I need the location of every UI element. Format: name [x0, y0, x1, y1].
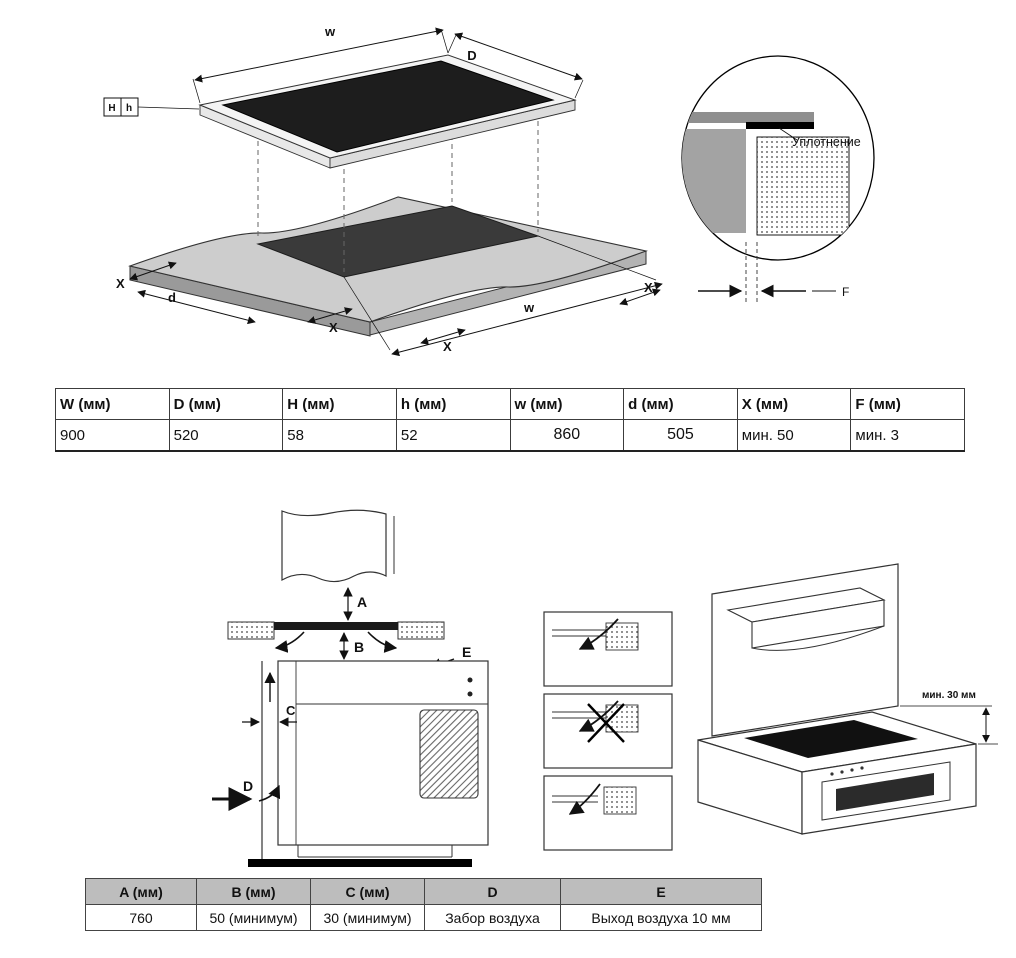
value-cell: 505 — [623, 419, 738, 452]
worktop-section — [682, 129, 746, 233]
seal-strip — [746, 122, 814, 129]
dimensions-table-value-row: 900 520 58 52 860 505 мин. 50 мин. 3 — [55, 419, 965, 452]
label-A: A — [357, 594, 367, 610]
label-H: H — [108, 103, 115, 114]
value-cell: 900 — [55, 419, 170, 452]
value-cell: 520 — [168, 419, 284, 452]
label-min-30: мин. 30 мм — [922, 690, 976, 701]
col-header: W (мм) — [55, 388, 170, 420]
col-header: A (мм) — [85, 878, 197, 905]
side-view-assembly: A B E C D — [212, 509, 489, 867]
worktop-section-left — [227, 621, 275, 640]
col-header: d (мм) — [623, 388, 738, 420]
value-cell: 760 — [85, 904, 197, 931]
label-h: h — [126, 103, 132, 114]
airflow-option-boxes — [543, 611, 673, 851]
value-cell: 52 — [395, 419, 511, 452]
oven-door-window — [419, 709, 479, 799]
cabinet-section — [756, 136, 850, 236]
col-header: F (мм) — [850, 388, 965, 420]
value-cell: мин. 50 — [736, 419, 852, 452]
value-cell: Забор воздуха — [424, 904, 561, 931]
label-seal: Уплотнение — [792, 135, 861, 149]
col-header: H (мм) — [282, 388, 397, 420]
upper-cabinet — [281, 509, 387, 583]
value-cell: 30 (минимум) — [310, 904, 425, 931]
oven-knob — [467, 691, 473, 697]
value-cell: 860 — [509, 419, 625, 452]
cooktop-edge-section — [682, 112, 814, 123]
col-header: X (мм) — [736, 388, 852, 420]
value-cell: Выход воздуха 10 мм — [560, 904, 762, 931]
oven-knob — [467, 677, 473, 683]
worktop-section-right — [397, 621, 445, 640]
label-E: E — [462, 644, 471, 660]
installation-table: A (мм) B (мм) C (мм) D E 760 50 (минимум… — [85, 878, 762, 931]
col-header: h (мм) — [395, 388, 511, 420]
label-x-left: X — [116, 276, 125, 291]
value-cell: мин. 3 — [850, 419, 965, 452]
cooktop-surface — [744, 720, 918, 758]
col-header: D (мм) — [168, 388, 284, 420]
dim-w-top — [192, 27, 449, 104]
dimensions-table-header-row: W (мм) D (мм) H (мм) h (мм) w (мм) d (мм… — [55, 388, 965, 420]
col-header: B (мм) — [196, 878, 311, 905]
label-w-top: w — [324, 24, 336, 39]
label-D: D — [467, 48, 476, 63]
back-panel — [711, 563, 899, 737]
label-x-bottom-1: X — [329, 320, 338, 335]
dimensions-table: W (мм) D (мм) H (мм) h (мм) w (мм) d (мм… — [55, 388, 965, 452]
col-header: w (мм) — [509, 388, 625, 420]
label-w-bottom: w — [523, 300, 535, 315]
label-D: D — [243, 778, 253, 794]
label-F: F — [842, 285, 849, 299]
value-cell: 58 — [282, 419, 397, 452]
label-x-right: X — [644, 280, 653, 295]
col-header: E — [560, 878, 762, 905]
label-B: B — [354, 639, 364, 655]
dim-D — [447, 32, 584, 99]
label-d: d — [168, 290, 176, 305]
cutout-installation-diagram: w D H h X d X X w — [103, 24, 875, 357]
cooktop — [198, 54, 577, 169]
value-cell: 50 (минимум) — [196, 904, 311, 931]
hob-section — [274, 622, 398, 630]
countertop-dimension-lines — [129, 235, 663, 357]
countertop-slab — [128, 196, 648, 337]
floor-bar — [248, 859, 472, 867]
oven-door-glass — [836, 773, 934, 811]
installation-table-header-row: A (мм) B (мм) C (мм) D E — [85, 878, 762, 905]
hood-unit-view: мин. 30 мм — [697, 563, 998, 835]
label-x-bottom-2: X — [443, 339, 452, 354]
installation-table-value-row: 760 50 (минимум) 30 (минимум) Забор возд… — [85, 904, 762, 931]
label-C: C — [286, 703, 296, 718]
col-header: D — [424, 878, 561, 905]
ventilation-installation-diagram: A B E C D — [212, 509, 998, 867]
dim-H-h — [103, 97, 200, 117]
seal-detail: Уплотнение F — [681, 55, 875, 302]
projection-lines — [257, 112, 539, 272]
col-header: C (мм) — [310, 878, 425, 905]
